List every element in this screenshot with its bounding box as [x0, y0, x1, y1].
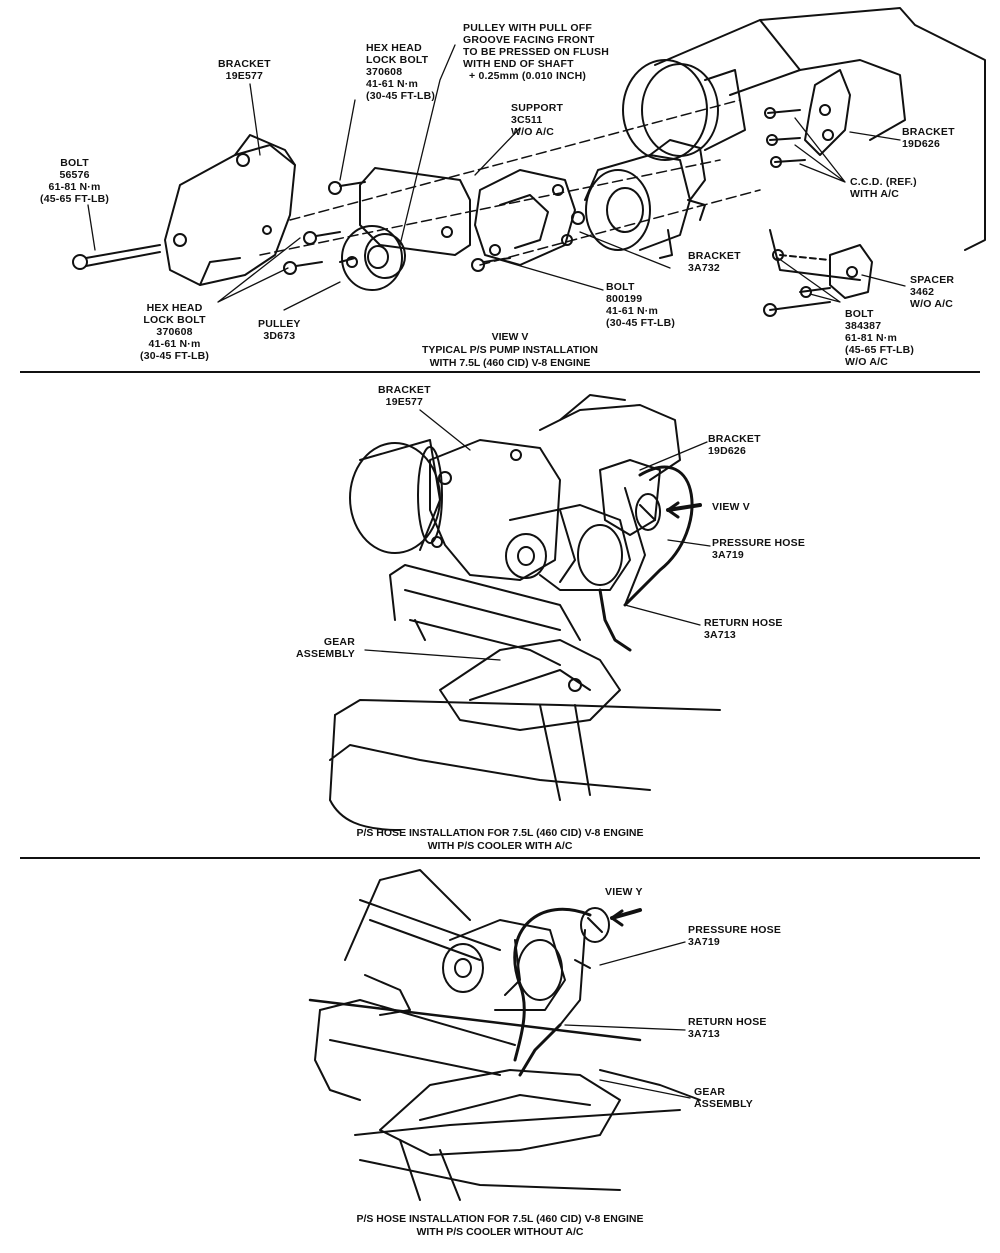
pump-assembly	[505, 504, 631, 591]
view-v-fitting	[635, 493, 661, 531]
panel-divider-1	[20, 371, 980, 373]
pressure-hose-loop	[513, 908, 592, 1062]
label-p2-view-v: VIEW V	[712, 501, 750, 513]
hose-view-with-ac	[329, 394, 721, 831]
hose-view-without-ac	[308, 869, 701, 1201]
view-y-fitting	[580, 907, 610, 943]
view-v-arrow	[666, 503, 702, 512]
return-hose-line	[598, 588, 632, 652]
cooler-tubes	[389, 564, 581, 641]
pulley-3d673-shape	[339, 225, 406, 291]
gear-assembly-shape	[439, 639, 621, 731]
engine-pulley	[622, 59, 708, 161]
caption-panel3: P/S HOSE INSTALLATION FOR 7.5L (460 CID)…	[356, 1213, 644, 1238]
panel-divider-2	[20, 857, 980, 859]
long-bolt-56576	[72, 244, 161, 270]
frame-rail	[334, 699, 721, 716]
pump-body-shape	[571, 139, 706, 259]
ccd-bolts	[764, 107, 806, 168]
return-hose-line-2	[518, 1023, 562, 1077]
engine-block-inner	[729, 59, 906, 141]
spacer-3462-shape	[829, 244, 873, 299]
panel1-leader-lines	[87, 44, 906, 311]
caption-panel2: P/S HOSE INSTALLATION FOR 7.5L (460 CID)…	[356, 827, 644, 852]
support-3c511-shape	[359, 167, 471, 256]
view-y-arrow	[610, 908, 642, 920]
pump-assembly-2	[442, 919, 566, 1011]
bracket-19d626-shape	[804, 69, 851, 156]
panel3-leader-lines	[564, 941, 691, 1099]
label-p3-view-y: VIEW Y	[605, 886, 643, 898]
bracket-19e577-shape	[164, 144, 296, 286]
gear-assembly-shape-2	[379, 1069, 621, 1156]
exploded-pump-view	[72, 7, 986, 317]
label-ccd: C.C.D. (REF.)WITH A/C	[850, 176, 917, 200]
pressure-hose-line	[623, 465, 694, 607]
panel2-leader-lines	[364, 409, 711, 661]
bracket-19e577-assembled	[429, 439, 561, 581]
hex-lock-bolts	[283, 181, 366, 275]
